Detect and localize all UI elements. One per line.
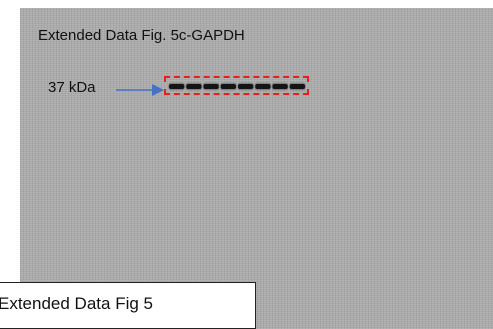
band-halo-5 bbox=[237, 82, 255, 91]
band-halo-4 bbox=[219, 82, 237, 91]
band-halo-1 bbox=[168, 82, 186, 91]
band-halo-7 bbox=[271, 82, 289, 91]
molecular-weight-label: 37 kDa bbox=[48, 79, 96, 96]
gapdh-band-row bbox=[168, 82, 306, 91]
western-blot-image bbox=[20, 8, 493, 329]
band-lane-7 bbox=[272, 84, 288, 89]
band-lane-5 bbox=[238, 84, 254, 89]
band-halo-2 bbox=[185, 82, 203, 91]
band-lane-3 bbox=[203, 84, 219, 89]
band-highlight-box bbox=[164, 76, 309, 95]
arrow-icon bbox=[116, 84, 164, 96]
band-halo-6 bbox=[254, 82, 272, 91]
band-lane-2 bbox=[186, 84, 202, 89]
band-halo-8 bbox=[288, 82, 306, 91]
band-lane-4 bbox=[220, 84, 236, 89]
caption-text: Extended Data Fig 5 bbox=[0, 294, 153, 313]
band-lane-1 bbox=[169, 84, 185, 89]
band-halo-3 bbox=[202, 82, 220, 91]
caption-box: Extended Data Fig 5 bbox=[0, 282, 256, 329]
band-lane-6 bbox=[255, 84, 271, 89]
figure-title: Extended Data Fig. 5c-GAPDH bbox=[38, 27, 245, 44]
band-lane-8 bbox=[289, 84, 305, 89]
